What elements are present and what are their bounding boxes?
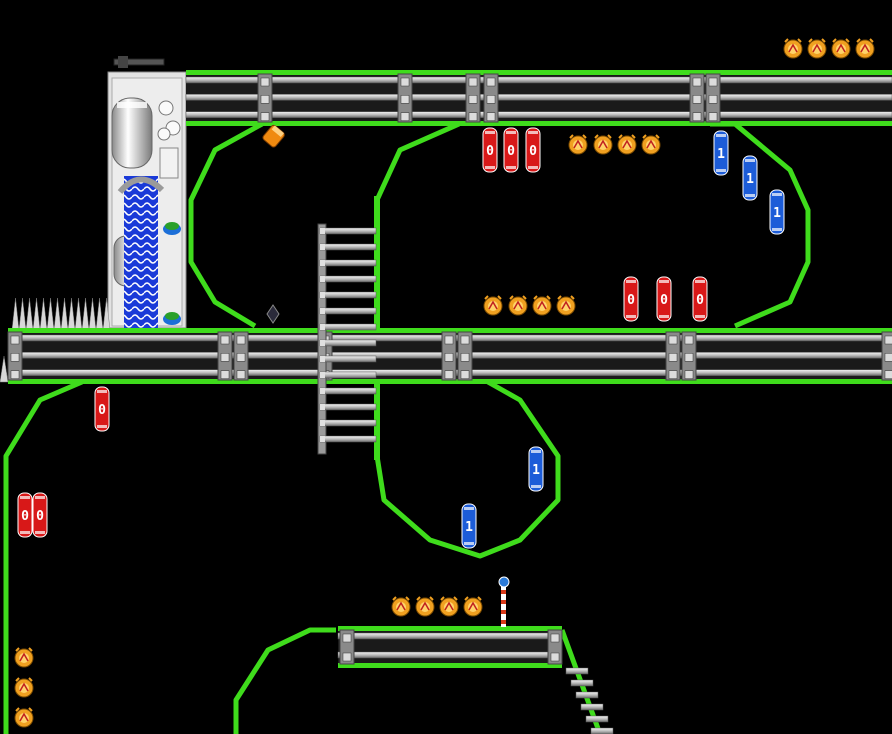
coin-icon[interactable] [14,677,34,698]
token-one[interactable]: 1 [742,155,758,201]
token-zero[interactable]: 0 [94,386,110,432]
spike-icon [32,297,41,331]
gem-icon [266,304,280,324]
coin-icon[interactable] [439,596,459,617]
token-label: 0 [486,144,494,159]
spike-icon [39,297,48,331]
spike-icon [53,297,62,331]
coin-icon[interactable] [641,134,661,155]
machine-tower [107,71,187,329]
token-zero[interactable]: 0 [503,127,519,173]
token-label: 0 [36,509,44,524]
coin-icon[interactable] [831,38,851,59]
token-one[interactable]: 1 [461,503,477,549]
girder-top [185,70,892,126]
coin-icon[interactable] [593,134,613,155]
coin-icon[interactable] [391,596,411,617]
coin-icon[interactable] [14,707,34,728]
turtle-icon [163,222,181,235]
token-label: 0 [21,509,29,524]
token-zero[interactable]: 0 [692,276,708,322]
coin-icon[interactable] [783,38,803,59]
token-label: 1 [773,206,781,221]
spike-icon [46,297,55,331]
coin-icon[interactable] [483,295,503,316]
token-label: 0 [696,293,704,308]
spike-icon [18,297,27,331]
token-zero[interactable]: 0 [17,492,33,538]
turtle-icon [163,312,181,325]
coin-icon[interactable] [807,38,827,59]
token-zero[interactable]: 0 [623,276,639,322]
token-label: 1 [532,463,540,478]
girder-bottom [337,626,563,668]
token-label: 0 [627,293,635,308]
coin-icon[interactable] [463,596,483,617]
token-zero[interactable]: 0 [482,127,498,173]
spike-icon [74,297,83,331]
orange-bumper-icon [262,124,285,148]
goal-pole-icon[interactable] [498,576,510,627]
token-zero[interactable]: 0 [525,127,541,173]
spike-icon [67,297,76,331]
coin-icon[interactable] [532,295,552,316]
token-label: 0 [507,144,515,159]
coin-icon[interactable] [14,647,34,668]
token-one[interactable]: 1 [528,446,544,492]
spike-icon [0,355,9,383]
spike-icon [88,297,97,331]
spike-icon [95,297,104,331]
coin-icon[interactable] [508,295,528,316]
token-zero[interactable]: 0 [32,492,48,538]
coin-layer [14,38,875,728]
waterfall [124,176,158,328]
token-one[interactable]: 1 [769,189,785,235]
token-label: 0 [98,403,106,418]
coin-icon[interactable] [415,596,435,617]
token-one[interactable]: 1 [713,130,729,176]
token-label: 1 [465,520,473,535]
coin-icon[interactable] [855,38,875,59]
token-zero[interactable]: 0 [656,276,672,322]
token-label: 0 [660,293,668,308]
spike-icon [11,297,20,331]
ladder [317,223,614,734]
spike-icon [60,297,69,331]
coin-icon[interactable] [556,295,576,316]
token-label: 0 [529,144,537,159]
girder-middle [7,328,892,384]
spike-icon [81,297,90,331]
spike-icon [25,297,34,331]
cannon-icon [113,56,165,68]
token-label: 1 [717,147,725,162]
coin-icon[interactable] [617,134,637,155]
coin-icon[interactable] [568,134,588,155]
token-label: 1 [746,172,754,187]
